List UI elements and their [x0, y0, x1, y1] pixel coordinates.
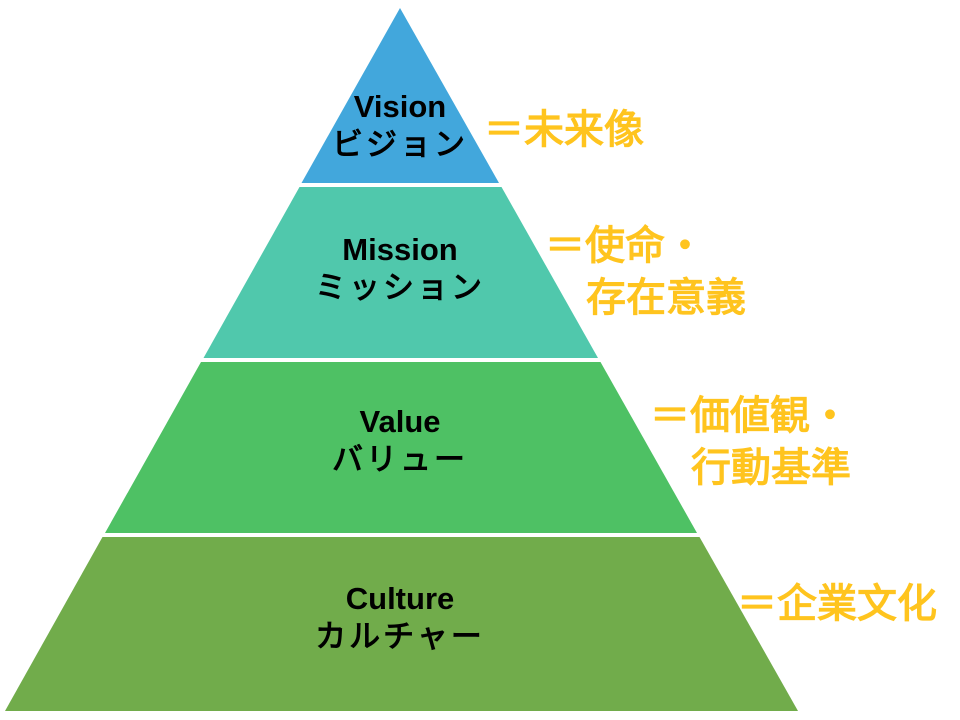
mission-label: Mission ミッション [315, 231, 485, 307]
culture-layer-shape [5, 537, 798, 711]
vision-annotation: ＝未来像 [484, 104, 644, 156]
culture-label-en: Culture [345, 581, 455, 616]
mission-label-en: Mission [342, 232, 458, 267]
value-layer-shape [105, 362, 697, 533]
vision-annotation-line1: ＝未来像 [484, 108, 644, 152]
mission-annotation-line1: ＝使命・ [545, 224, 705, 268]
vision-label: Vision ビジョン [332, 88, 468, 164]
vision-label-ja: ビジョン [332, 127, 468, 162]
value-label-ja: バリュー [332, 442, 468, 477]
value-annotation-line2: 行動基準 [691, 446, 851, 490]
mission-annotation-line2: 存在意義 [586, 276, 746, 320]
vision-label-en: Vision [353, 89, 447, 124]
mission-layer-shape [203, 187, 598, 358]
culture-label: Culture カルチャー [315, 580, 485, 656]
mission-label-ja: ミッション [315, 270, 485, 305]
value-label-en: Value [359, 404, 441, 439]
culture-annotation-line1: ＝企業文化 [737, 582, 937, 626]
value-annotation: ＝価値観・ 行動基準 [650, 390, 851, 494]
mission-annotation: ＝使命・ 存在意義 [545, 220, 746, 324]
value-annotation-line1: ＝価値観・ [650, 394, 850, 438]
culture-label-ja: カルチャー [315, 619, 485, 654]
culture-annotation: ＝企業文化 [737, 578, 937, 630]
vision-layer-shape [301, 8, 499, 183]
value-label: Value バリュー [332, 403, 468, 479]
